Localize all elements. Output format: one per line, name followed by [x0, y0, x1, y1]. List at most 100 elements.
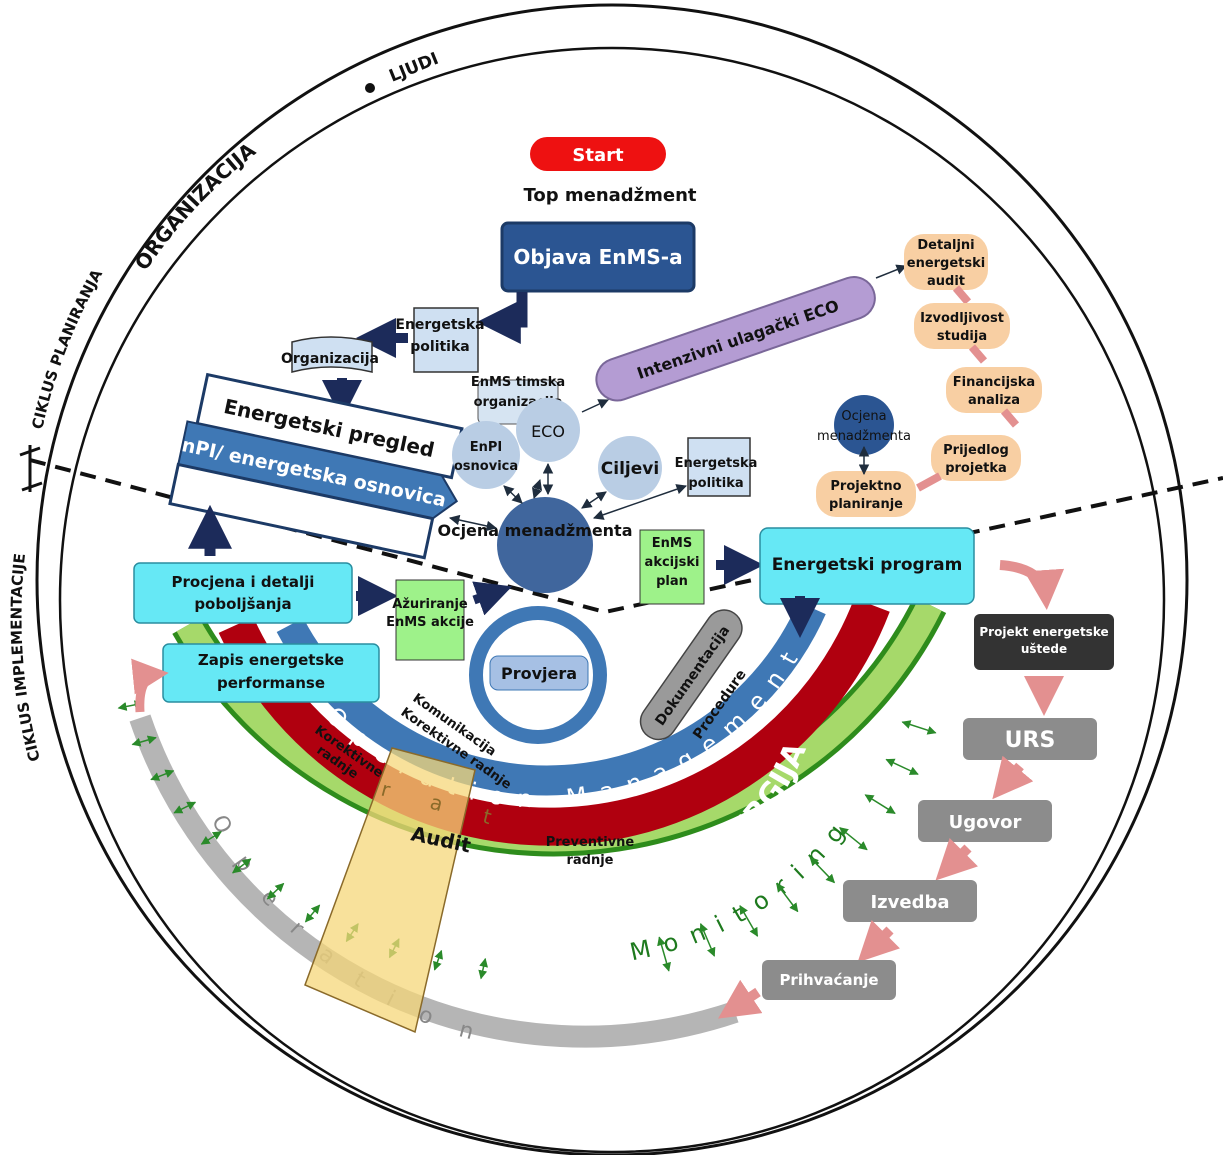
- intenzivni-label: Intenzivni ulagački ECO: [635, 296, 842, 383]
- projekt-ustede-box[interactable]: [974, 614, 1114, 670]
- zapis-line1: Zapis energetske: [198, 651, 344, 669]
- eco-flow-text: Financijska: [953, 375, 1035, 390]
- monitoring-double-arrow: [173, 801, 197, 814]
- provjera-label: Provjera: [501, 664, 577, 683]
- eco-flow-arrow: [952, 285, 972, 305]
- ocjena-menadzmenta-label: Ocjena menadžmenta: [437, 521, 632, 540]
- organizacija-label: Organizacija: [281, 351, 379, 367]
- eco-flow: DetaljnienergetskiauditIzvodljivoststudi…: [816, 234, 1042, 517]
- eco-flow-text: energetski: [907, 256, 985, 271]
- monitoring-double-arrow: [304, 904, 321, 923]
- eco-flow-arrow: [1000, 408, 1020, 428]
- arrow-eco-to-intenzivni: [581, 399, 609, 413]
- energetski-pregled-group: Energetski pregled EnPI/ energetska osno…: [167, 372, 464, 560]
- eco-flow-text: Prijedlog: [943, 443, 1009, 458]
- akcijski-line2: akcijski: [645, 555, 700, 570]
- eco-circle[interactable]: [516, 398, 580, 462]
- monitoring-double-arrow: [478, 957, 488, 980]
- projekt-ustede-line1: Projekt energetske: [979, 625, 1108, 639]
- planning-implementation-divider: [29, 458, 1223, 615]
- enms-timska-line1: EnMS timska: [471, 375, 565, 390]
- arrow-urs-to-ugovor: [992, 755, 1034, 800]
- ocjena-menadzmenta-circle[interactable]: [497, 497, 593, 593]
- organizacija-label: ORGANIZACIJA: [130, 138, 261, 275]
- urs-label: URS: [1005, 728, 1056, 753]
- arrow-operation-to-zapis: [131, 658, 169, 713]
- monitoring-double-arrow: [864, 794, 896, 815]
- energetska-politika-2-scroll: [687, 437, 751, 497]
- akcijski-line3: plan: [656, 574, 688, 589]
- energetski-program-box[interactable]: [759, 527, 975, 605]
- politika-line1: Energetska: [395, 317, 484, 333]
- enms-akcijski-note[interactable]: [639, 529, 705, 605]
- monitoring-double-arrow: [266, 882, 285, 900]
- ocjena-small-line1: Ocjena: [841, 409, 886, 424]
- ciljevi-circle[interactable]: [598, 436, 662, 500]
- arrow-azuriranje-to-provjera: [472, 581, 513, 616]
- eco-flow-text: analiza: [968, 393, 1020, 408]
- eco-flow-text: Projektno: [830, 479, 901, 494]
- eco-flow-cloud[interactable]: [816, 471, 916, 517]
- eco-flow-text: planiranje: [829, 497, 903, 512]
- eco-flow-text: audit: [927, 274, 965, 289]
- intenzivni-eco-bar[interactable]: [591, 271, 881, 406]
- objava-label: Objava EnMS-a: [513, 245, 682, 269]
- procjena-box[interactable]: [133, 562, 353, 624]
- ugovor-box[interactable]: [918, 800, 1052, 842]
- ocjena-small-circle[interactable]: [834, 395, 894, 455]
- prihvacanje-box[interactable]: [762, 960, 896, 1000]
- operation-management-arc: [276, 601, 826, 796]
- preventivne-line2: radnje: [566, 853, 613, 868]
- energetski-program-label: Energetski program: [772, 555, 963, 575]
- inner-ring: [58, 46, 1166, 1154]
- procjena-line2: poboljšanja: [194, 595, 291, 613]
- monitoring-double-arrow: [231, 858, 252, 874]
- cycle-switch-icon: [19, 445, 43, 492]
- audit-band: [304, 747, 476, 1034]
- central-connectors: [448, 462, 687, 532]
- provjera-box[interactable]: [489, 655, 589, 691]
- arrow-objava-to-politika: [476, 292, 528, 344]
- monitoring-double-arrow: [739, 905, 759, 937]
- enpi-osnovica-banner[interactable]: [177, 420, 461, 522]
- eco-flow-cloud[interactable]: [904, 234, 988, 290]
- eco-flow-text: Detaljni: [917, 238, 974, 253]
- ugovor-label: Ugovor: [949, 812, 1022, 833]
- azuriranje-note[interactable]: [395, 579, 465, 661]
- politika2-line2: politika: [688, 476, 743, 491]
- monitoring-double-arrow: [433, 949, 443, 971]
- organizacija-flag: [291, 336, 373, 373]
- politika-line2: politika: [410, 339, 470, 355]
- eco-flow-cloud[interactable]: [914, 303, 1010, 349]
- monitoring-double-arrow: [885, 758, 919, 775]
- eco-flow-arrow: [916, 472, 942, 492]
- eco-label: ECO: [531, 422, 565, 441]
- azuriranje-line1: Ažuriranje: [392, 597, 468, 612]
- ljudi-label: LJUDI: [386, 49, 441, 87]
- izvedba-box[interactable]: [843, 880, 977, 922]
- akcijski-line1: EnMS: [652, 536, 692, 551]
- urs-box[interactable]: [963, 718, 1097, 760]
- arrow-program-to-projekt: [999, 560, 1065, 610]
- enpi-osnovica-circle[interactable]: [452, 421, 520, 489]
- procjena-line1: Procjena i detalji: [172, 573, 315, 591]
- eco-flow-cloud[interactable]: [946, 367, 1042, 413]
- eco-flow-cloud[interactable]: [931, 435, 1021, 481]
- arrow-izvedba-to-prihvacanje: [857, 920, 900, 963]
- monitoring-double-arrow: [839, 827, 868, 851]
- azuriranje-line2: EnMS akcije: [386, 615, 474, 630]
- projekt-ustede-line2: uštede: [1021, 642, 1067, 656]
- monitoring-double-arrow: [150, 769, 175, 781]
- arrow-intenzivni-to-audit: [875, 264, 907, 279]
- objava-enms-box[interactable]: [500, 221, 696, 293]
- energija-arc: [218, 598, 890, 846]
- monitoring-double-arrow: [901, 720, 937, 735]
- energetska-politika-scroll: [413, 307, 479, 373]
- prihvacanje-label: Prihvaćanje: [779, 971, 878, 989]
- start-label: Start: [572, 145, 624, 166]
- start-button[interactable]: [530, 137, 666, 171]
- eco-flow-text: Izvodljivost: [920, 311, 1004, 326]
- monitoring-double-arrow: [699, 922, 716, 957]
